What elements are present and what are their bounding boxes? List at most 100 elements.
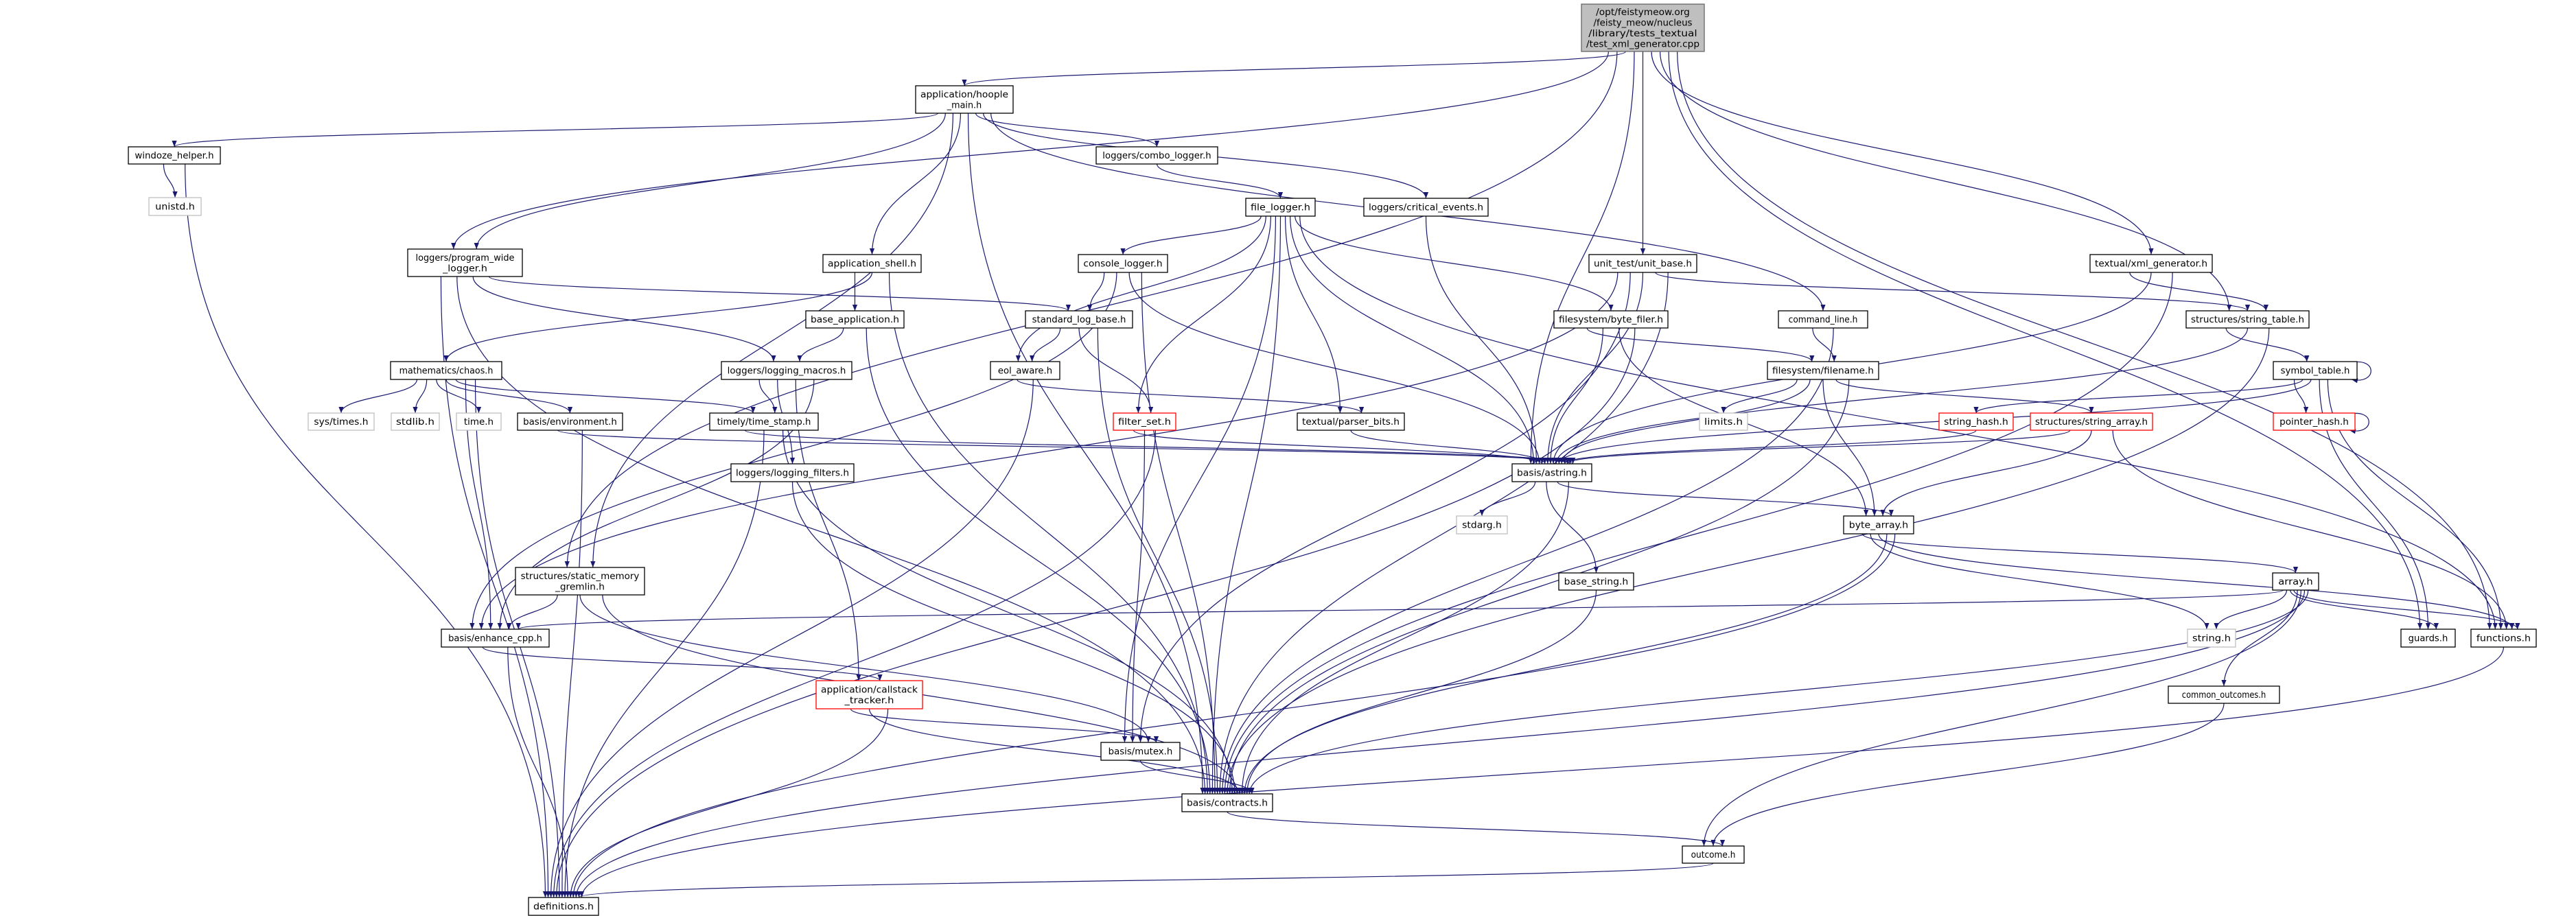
node-astring[interactable]: basis/astring.h	[1511, 463, 1592, 482]
node-symbol-table[interactable]: symbol_table.h	[2273, 361, 2358, 380]
edge-string_array-to-astring	[1565, 430, 2071, 465]
node-box	[1245, 198, 1316, 217]
node-label: unistd.h	[155, 202, 195, 213]
node-label: array.h	[2278, 577, 2312, 587]
node-box	[128, 146, 221, 165]
edge-base_string-to-contracts	[1244, 589, 1597, 795]
node-filename[interactable]: filesystem/filename.h	[1767, 361, 1879, 380]
node-byte-filer[interactable]: filesystem/byte_filer.h	[1553, 310, 1669, 329]
node-label: string_hash.h	[1944, 417, 2008, 427]
node-label: structures/string_array.h	[2035, 417, 2148, 427]
node-limits[interactable]: limits.h	[1699, 412, 1748, 431]
edge-unit_base-to-enhance	[478, 272, 1618, 630]
node-box	[730, 463, 855, 482]
node-label: textual/xml_generator.h	[2095, 259, 2207, 270]
node-box	[1181, 793, 1273, 812]
edge-console-to-enhance	[469, 272, 1117, 630]
node-file-logger[interactable]: file_logger.h	[1245, 198, 1316, 217]
node-label: windoze_helper.h	[135, 151, 213, 161]
node-chaos[interactable]: mathematics/chaos.h	[390, 361, 502, 380]
edge-root-to-guards	[1668, 51, 2423, 630]
node-label: mathematics/chaos.h	[399, 366, 494, 377]
node-base-app[interactable]: base_application.h	[805, 310, 905, 329]
node-combo[interactable]: loggers/combo_logger.h	[1095, 146, 1218, 165]
node-label: basis/environment.h	[523, 417, 617, 427]
node-unit-base[interactable]: unit_test/unit_base.h	[1588, 254, 1697, 273]
node-callstack[interactable]: application/callstack_tracker.h	[815, 680, 923, 709]
node-pointer-hash[interactable]: pointer_hash.h	[2273, 412, 2356, 431]
edge-unit_base-to-contracts	[1217, 272, 1669, 795]
node-string-table[interactable]: structures/string_table.h	[2185, 310, 2310, 329]
node-sys-times[interactable]: sys/times.h	[308, 412, 375, 431]
node-string-h[interactable]: string.h	[2187, 629, 2236, 648]
node-box	[1588, 254, 1697, 273]
edge-filename-to-string_array	[1835, 379, 2094, 414]
edge-combo-to-file_logger	[1156, 163, 1284, 199]
node-app-shell[interactable]: application_shell.h	[822, 254, 922, 273]
node-pwl[interactable]: loggers/program_wide_logger.h	[407, 248, 523, 277]
node-label: filter_set.h	[1118, 417, 1171, 427]
node-definitions[interactable]: definitions.h	[528, 897, 599, 916]
node-environment[interactable]: basis/environment.h	[517, 412, 623, 431]
node-common-outcomes[interactable]: common_outcomes.h	[2168, 685, 2280, 704]
node-xml-gen[interactable]: textual/xml_generator.h	[2089, 254, 2213, 273]
edge-windoze-to-definitions	[185, 163, 548, 898]
edge-hoople-to-pwl	[474, 113, 946, 250]
node-box	[2185, 310, 2310, 329]
node-functions[interactable]: functions.h	[2470, 629, 2537, 648]
node-eol-aware[interactable]: eol_aware.h	[990, 361, 1060, 380]
node-hoople[interactable]: application/hoople_main.h	[915, 85, 1014, 114]
node-stdarg[interactable]: stdarg.h	[1456, 515, 1508, 535]
node-command-line[interactable]: command_line.h	[1778, 310, 1868, 329]
node-box	[1095, 146, 1218, 165]
node-box	[517, 412, 623, 431]
node-mutex[interactable]: basis/mutex.h	[1100, 742, 1181, 761]
node-std-log[interactable]: standard_log_base.h	[1025, 310, 1133, 329]
node-label: string.h	[2192, 634, 2231, 644]
node-string-array[interactable]: structures/string_array.h	[2030, 412, 2153, 431]
node-time-stamp[interactable]: timely/time_stamp.h	[709, 412, 819, 431]
edge-gremlin-to-mutex	[579, 594, 1151, 743]
node-label: eol_aware.h	[998, 366, 1052, 377]
node-label: structures/string_table.h	[2191, 315, 2304, 325]
node-label: _tracker.h	[844, 696, 894, 706]
node-stdlib[interactable]: stdlib.h	[391, 412, 440, 431]
node-filter-set[interactable]: filter_set.h	[1113, 412, 1176, 431]
node-logging-macros[interactable]: loggers/logging_macros.h	[721, 361, 852, 380]
node-parser-bits[interactable]: textual/parser_bits.h	[1297, 412, 1405, 431]
node-box	[1558, 572, 1634, 591]
node-label: basis/mutex.h	[1109, 747, 1173, 758]
node-critical[interactable]: loggers/critical_events.h	[1363, 198, 1489, 217]
node-byte-array[interactable]: byte_array.h	[1843, 515, 1914, 535]
node-label: stdlib.h	[396, 417, 434, 427]
node-time-h[interactable]: time.h	[456, 412, 502, 431]
edge-parser_bits-to-astring	[1350, 430, 1548, 465]
node-console[interactable]: console_logger.h	[1078, 254, 1168, 273]
edge-contracts-to-outcome	[1227, 811, 1725, 847]
edge-hoople-to-contracts	[967, 113, 1205, 795]
node-label: basis/contracts.h	[1187, 799, 1268, 809]
node-gremlin[interactable]: structures/static_memory_gremlin.h	[515, 567, 645, 596]
nodes-layer: /opt/feistymeow.org/feisty_meow/nucleus/…	[128, 3, 2537, 916]
node-label: limits.h	[1704, 417, 1743, 427]
edge-string_hash-to-astring	[1562, 430, 1977, 465]
node-windoze[interactable]: windoze_helper.h	[128, 146, 221, 165]
node-array[interactable]: array.h	[2272, 572, 2319, 591]
node-label: application_shell.h	[828, 259, 916, 270]
node-unistd[interactable]: unistd.h	[148, 197, 202, 216]
node-root[interactable]: /opt/feistymeow.org/feisty_meow/nucleus/…	[1581, 3, 1705, 52]
node-guards[interactable]: guards.h	[2400, 629, 2456, 648]
edge-pwl-to-logging_macros	[472, 276, 776, 362]
edge-byte_filer-to-filename	[1586, 327, 1815, 362]
node-enhance[interactable]: basis/enhance_cpp.h	[441, 629, 550, 648]
node-contracts[interactable]: basis/contracts.h	[1181, 793, 1273, 812]
edge-pwl-to-std_log	[488, 276, 1071, 312]
edge-array-to-definitions	[573, 589, 2306, 898]
node-label: _gremlin.h	[555, 582, 605, 592]
node-label: loggers/logging_filters.h	[736, 469, 849, 479]
node-string-hash[interactable]: string_hash.h	[1938, 412, 2014, 431]
node-outcome[interactable]: outcome.h	[1682, 845, 1745, 864]
node-base-string[interactable]: base_string.h	[1558, 572, 1634, 591]
node-label: guards.h	[2409, 634, 2448, 644]
node-logging-filters[interactable]: loggers/logging_filters.h	[730, 463, 855, 482]
